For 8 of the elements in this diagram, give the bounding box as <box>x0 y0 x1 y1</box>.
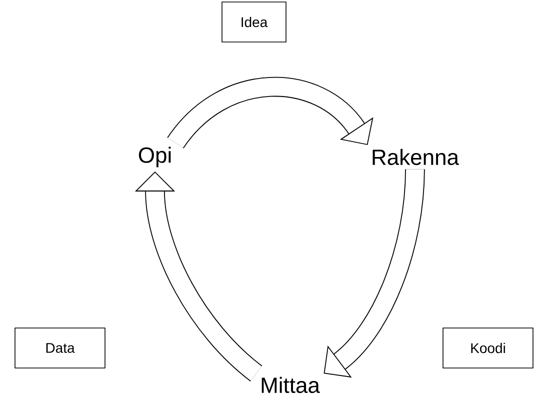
block-arrow <box>168 77 374 149</box>
text-box: Idea <box>222 2 286 42</box>
block-arrow <box>324 168 425 378</box>
text-box: Koodi <box>442 328 534 368</box>
step-label: Rakenna <box>372 148 460 166</box>
step-label: Mittaa <box>262 376 320 394</box>
text-box: Data <box>14 328 106 368</box>
step-label: Opi <box>138 146 171 168</box>
